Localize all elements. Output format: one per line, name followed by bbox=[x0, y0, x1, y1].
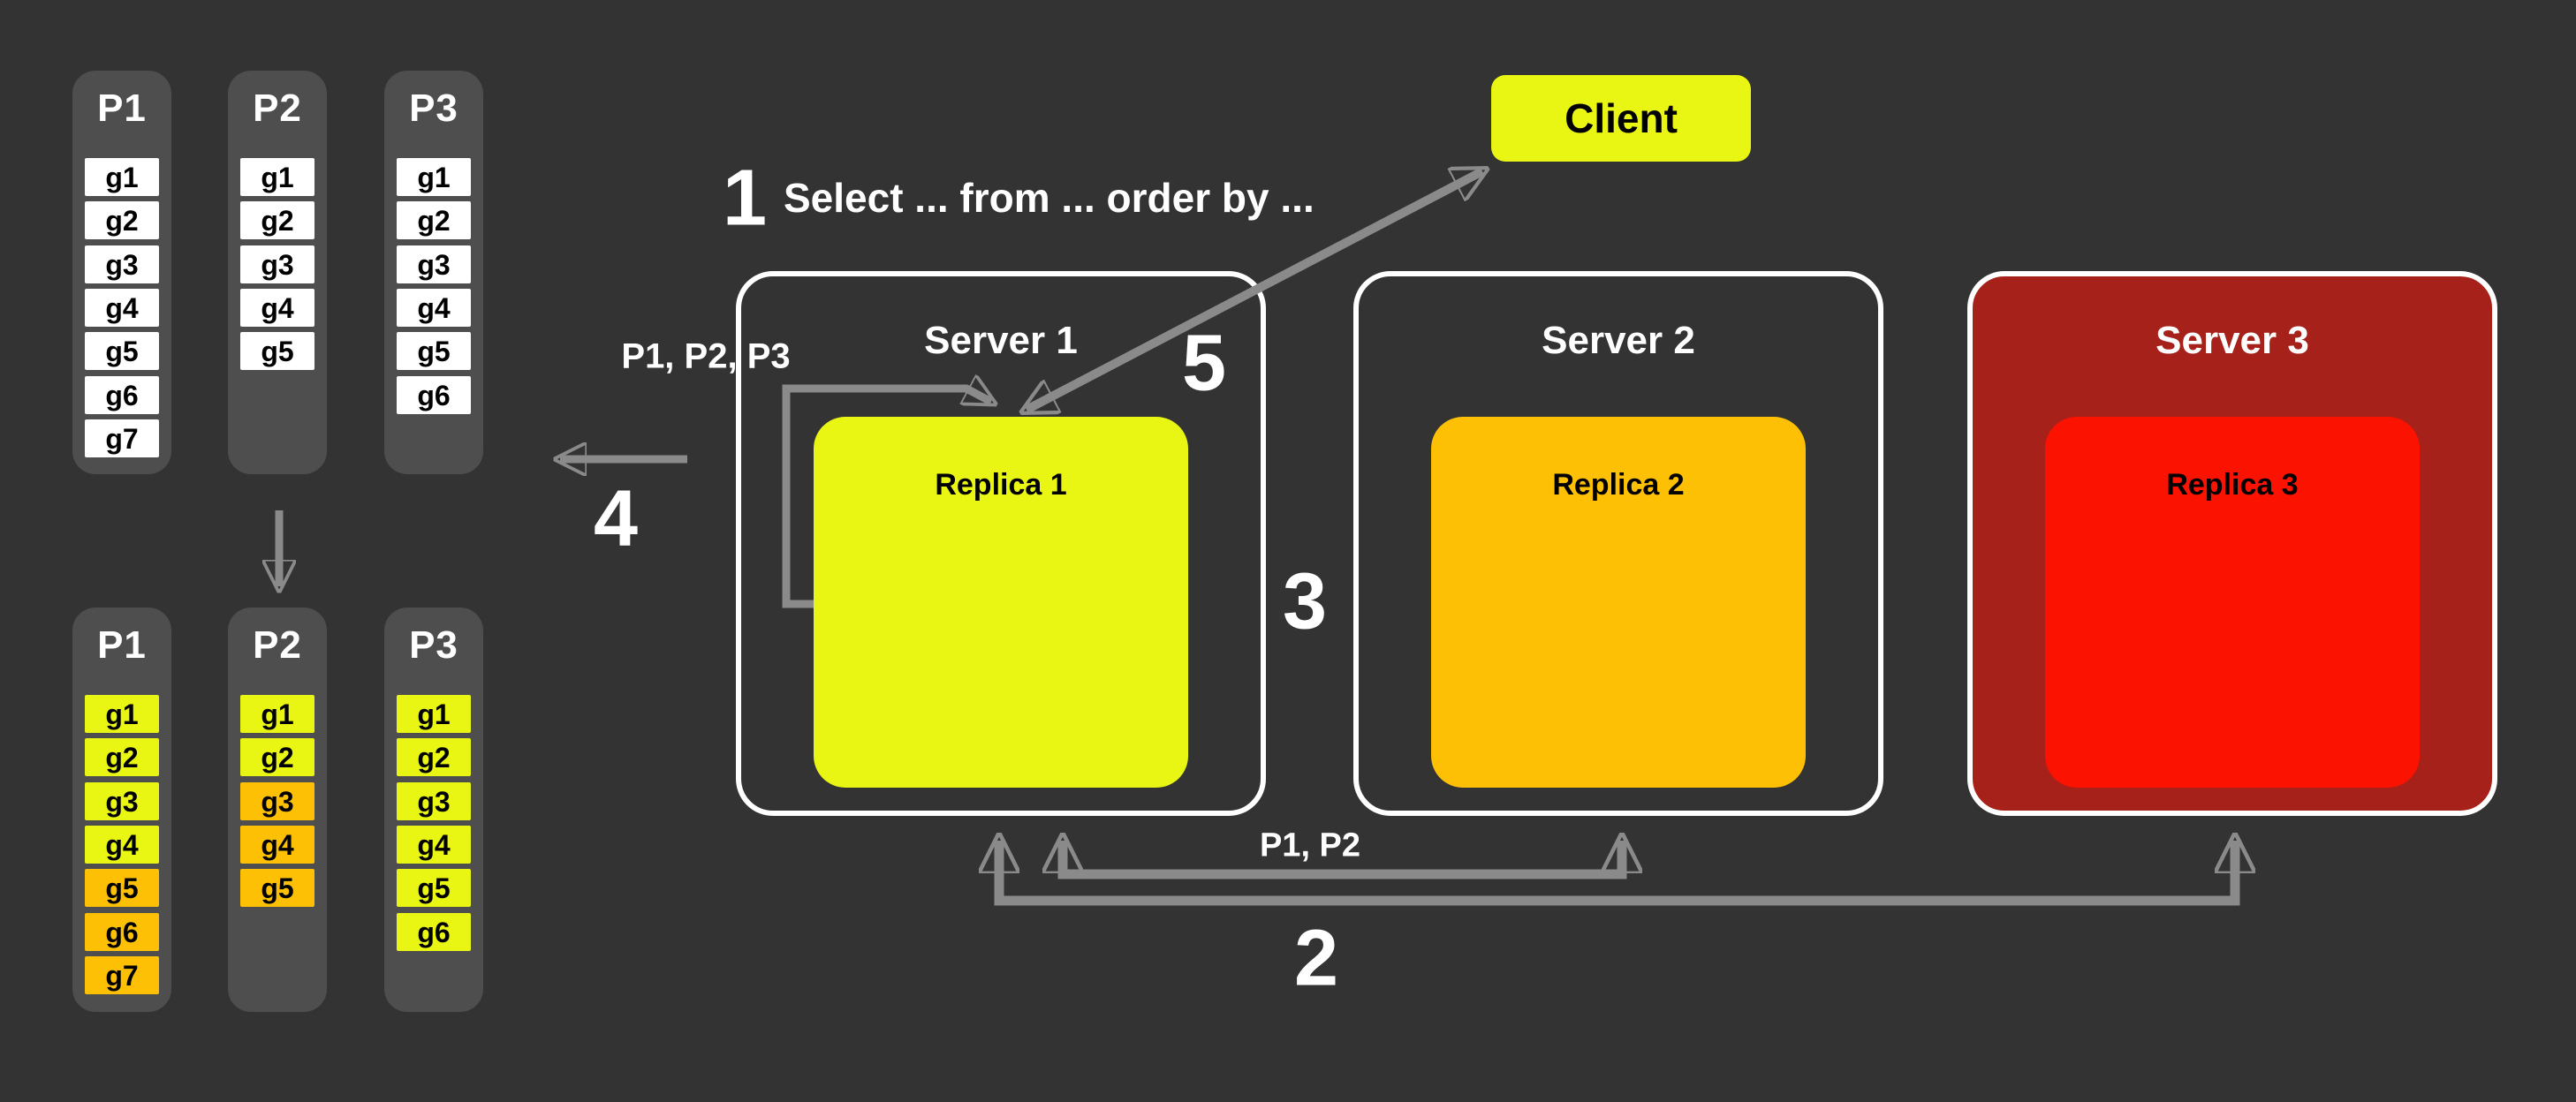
gene-cell: g4 bbox=[240, 826, 314, 864]
partition-unsorted-p3: P3 g1 g2 g3 g4 g5 g6 bbox=[384, 71, 483, 474]
gene-cell: g7 bbox=[85, 956, 159, 994]
gene-cell: g2 bbox=[397, 201, 471, 239]
replica-2-label: Replica 2 bbox=[1552, 468, 1685, 502]
partition-title: P3 bbox=[409, 623, 458, 667]
step-1-number: 1 bbox=[722, 154, 768, 243]
partition-sorted-p1: P1 g1 g2 g3 g4 g5 g6 g7 bbox=[72, 608, 171, 1012]
gene-cell: g4 bbox=[397, 826, 471, 864]
replica-3-label: Replica 3 bbox=[2166, 468, 2299, 502]
gene-cell: g1 bbox=[397, 158, 471, 196]
server-2-box: Server 2 bbox=[1353, 271, 1883, 816]
gene-cell: g1 bbox=[85, 695, 159, 733]
scatter-p1p2-label: P1, P2 bbox=[1259, 826, 1361, 864]
gene-cell: g1 bbox=[397, 695, 471, 733]
gene-cell: g4 bbox=[85, 289, 159, 327]
gene-cell: g1 bbox=[240, 158, 314, 196]
gene-cell: g4 bbox=[397, 289, 471, 327]
gene-cell: g7 bbox=[85, 419, 159, 457]
step-4-number: 4 bbox=[593, 474, 639, 563]
partition-title: P2 bbox=[253, 87, 302, 130]
gene-cell: g3 bbox=[85, 782, 159, 820]
gene-cell: g5 bbox=[240, 869, 314, 907]
gene-cell: g6 bbox=[397, 913, 471, 951]
gene-cell: g4 bbox=[85, 826, 159, 864]
partition-sorted-p3: P3 g1 g2 g3 g4 g5 g6 bbox=[384, 608, 483, 1012]
query-text: Select ... from ... order by ... bbox=[784, 175, 1315, 221]
replica-2-box: Replica 2 bbox=[1431, 417, 1806, 788]
replica-loop-arrow bbox=[782, 389, 991, 608]
partition-title: P1 bbox=[97, 623, 147, 667]
replica-3-box: Replica 3 bbox=[2045, 417, 2420, 788]
gene-cell: g6 bbox=[85, 913, 159, 951]
scatter-bracket-outer bbox=[999, 841, 2235, 906]
gene-cell: g5 bbox=[397, 869, 471, 907]
scatter-partitions-label: P1, P2, P3 bbox=[621, 336, 791, 376]
gene-cell: g2 bbox=[85, 738, 159, 776]
gene-cell: g1 bbox=[240, 695, 314, 733]
gene-cell: g2 bbox=[85, 201, 159, 239]
gene-cell: g2 bbox=[397, 738, 471, 776]
client-box: Client bbox=[1491, 75, 1751, 162]
gene-cell: g5 bbox=[85, 332, 159, 370]
gene-cell: g5 bbox=[240, 332, 314, 370]
gene-cell: g5 bbox=[85, 869, 159, 907]
partition-unsorted-p1: P1 g1 g2 g3 g4 g5 g6 g7 bbox=[72, 71, 171, 474]
gene-cell: g4 bbox=[240, 289, 314, 327]
gene-cell: g3 bbox=[397, 245, 471, 283]
replica-1-label: Replica 1 bbox=[935, 468, 1067, 502]
gene-cell: g2 bbox=[240, 201, 314, 239]
server-3-label: Server 3 bbox=[2156, 319, 2309, 362]
gene-cell: g3 bbox=[240, 245, 314, 283]
step-3-number: 3 bbox=[1282, 557, 1328, 646]
client-replica-arrow bbox=[1027, 171, 1482, 410]
gene-cell: g6 bbox=[85, 376, 159, 414]
gene-cell: g3 bbox=[85, 245, 159, 283]
partition-sorted-p2: P2 g1 g2 g3 g4 g5 bbox=[228, 608, 327, 1012]
partition-title: P1 bbox=[97, 87, 147, 130]
partition-unsorted-p2: P2 g1 g2 g3 g4 g5 bbox=[228, 71, 327, 474]
server-2-label: Server 2 bbox=[1542, 319, 1695, 362]
replica-1-box: Replica 1 bbox=[814, 417, 1188, 788]
client-label: Client bbox=[1565, 95, 1678, 141]
step-5-number: 5 bbox=[1181, 319, 1227, 408]
gene-cell: g2 bbox=[240, 738, 314, 776]
gene-cell: g3 bbox=[240, 782, 314, 820]
partition-title: P3 bbox=[409, 87, 458, 130]
gene-cell: g1 bbox=[85, 158, 159, 196]
gene-cell: g6 bbox=[397, 376, 471, 414]
step-2-number: 2 bbox=[1293, 914, 1339, 1003]
gene-cell: g3 bbox=[397, 782, 471, 820]
gene-cell: g5 bbox=[397, 332, 471, 370]
partition-title: P2 bbox=[253, 623, 302, 667]
